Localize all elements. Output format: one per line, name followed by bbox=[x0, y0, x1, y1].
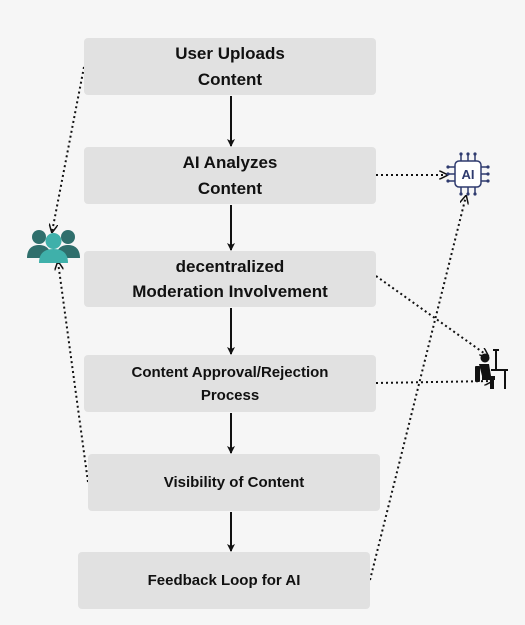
step-visibility-of-content: Visibility of Content bbox=[88, 454, 380, 511]
step-approval-rejection-process: Content Approval/Rejection Process bbox=[84, 355, 376, 412]
step-ai-analyzes-content: AI Analyzes Content bbox=[84, 147, 376, 204]
step-user-uploads-content: User Uploads Content bbox=[84, 38, 376, 95]
ai-chip-icon: AI bbox=[446, 152, 490, 196]
ai-chip-label: AI bbox=[461, 166, 475, 182]
step-decentralized-moderation: decentralized Moderation Involvement bbox=[84, 251, 376, 307]
dotted-link-upload-to-users bbox=[52, 66, 85, 232]
moderator-at-desk-icon bbox=[475, 349, 508, 389]
dotted-link-approve-to-moderator bbox=[375, 381, 492, 383]
step-feedback-loop-for-ai: Feedback Loop for AI bbox=[78, 552, 370, 609]
dotted-link-visible-to-users bbox=[58, 262, 89, 483]
dotted-link-feedback-to-ai bbox=[369, 196, 466, 581]
dotted-link-moderate-to-moderator bbox=[375, 275, 488, 356]
users-group-icon bbox=[27, 230, 80, 263]
